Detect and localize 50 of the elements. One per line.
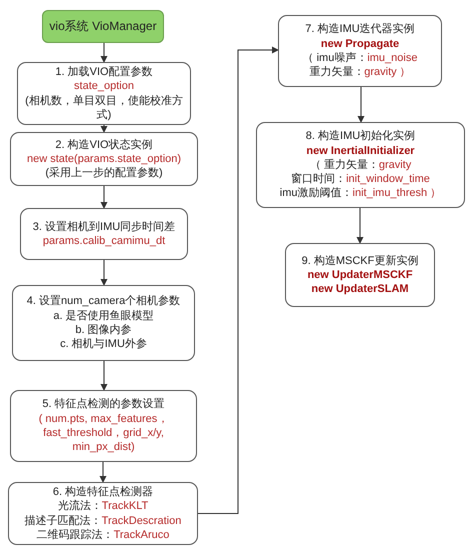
- step-title: 3. 设置相机到IMU同步时间差: [32, 220, 176, 234]
- step-title: 4. 设置num_camera个相机参数: [26, 294, 180, 309]
- step-title: 1. 加载VIO配置参数: [55, 65, 153, 80]
- arrow: [100, 360, 108, 391]
- arrow: [100, 462, 106, 483]
- process-box: [8, 482, 198, 546]
- code-text: new Propagate: [320, 36, 400, 51]
- arrow: [100, 260, 108, 286]
- code-text: new UpdaterMSCKF: [307, 268, 413, 282]
- step-title: 9. 构造MSCKF更新实例: [302, 254, 418, 268]
- process-box: [285, 243, 435, 307]
- step-title: 5. 特征点检测的参数设置: [42, 397, 165, 412]
- step-title: vio系统 VioManager: [49, 18, 157, 34]
- code-text: imu激励阈值：init_imu_thresh ）: [280, 186, 442, 201]
- step-title: 7. 构造IMU迭代器实例: [305, 22, 415, 37]
- code-text: state_option: [74, 79, 134, 94]
- step-note: b. 图像内参: [75, 323, 132, 338]
- process-box: [10, 390, 197, 462]
- step-note: (相机数，单目双目，使能校准方式): [24, 94, 184, 122]
- step-note: a. 是否使用鱼眼模型: [53, 308, 154, 323]
- process-box: [12, 285, 195, 361]
- code-text: 二维码跟踪法：TrackAruco: [36, 528, 170, 542]
- code-text: （ imu噪声：imu_noise: [302, 51, 418, 66]
- arrow: [356, 208, 364, 244]
- step-title: 8. 构造IMU初始化实例: [306, 129, 416, 144]
- code-text: 光流法：TrackKLT: [58, 499, 148, 514]
- code-text: new InertialInitializer: [306, 144, 415, 158]
- code-text: new state(params.state_option): [26, 152, 182, 166]
- arrow: [100, 42, 108, 63]
- process-box: [10, 132, 198, 186]
- arrow: [100, 124, 108, 133]
- process-box: [278, 15, 442, 87]
- code-text: 重力矢量：gravity ）: [309, 65, 411, 80]
- process-box: [17, 62, 191, 126]
- step-note: c. 相机与IMU外参: [60, 337, 147, 352]
- process-box: [20, 208, 188, 260]
- code-text: new UpdaterSLAM: [311, 282, 409, 296]
- process-box: [256, 122, 465, 208]
- arrow: [100, 186, 108, 209]
- code-text: 描述子匹配法：TrackDescration: [24, 514, 182, 528]
- step-title: 6. 构造特征点检测器: [52, 485, 154, 500]
- arrow: [198, 46, 279, 514]
- code-text: （ 重力矢量：gravity: [310, 158, 412, 172]
- code-text: params.calib_camimu_dt: [42, 234, 166, 248]
- code-text: 窗口时间：init_window_time: [291, 172, 430, 186]
- step-title: 2. 构造VIO状态实例: [55, 138, 153, 152]
- start-box: [42, 10, 164, 43]
- code-text: ( num.pts, max_features，fast_threshold，grid_x/y, min_px_dist): [38, 412, 170, 455]
- step-note: (采用上一步的配置参数): [45, 166, 163, 180]
- arrow: [358, 86, 364, 123]
